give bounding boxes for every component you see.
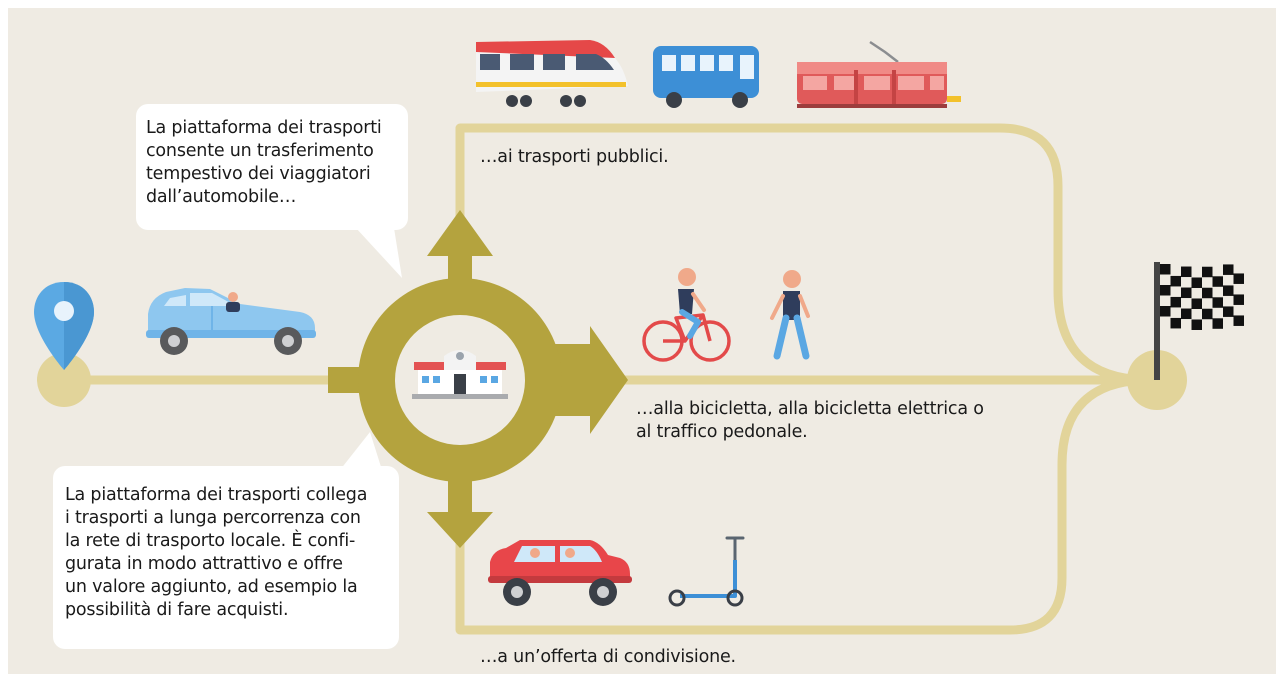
bottom-callout-line: La piattaforma dei trasporti collega [65, 485, 368, 505]
public-transport-route [455, 123, 1155, 385]
flag-cell [1170, 275, 1181, 287]
kick-scooter-icon [668, 536, 745, 607]
bicycle-label-line: …alla bicicletta, alla bicicletta elettr… [636, 399, 984, 419]
tram-icon [797, 40, 961, 108]
flag-cell [1233, 273, 1244, 284]
flag-cell [1233, 315, 1244, 326]
top-callout-line: consente un trasferimento [146, 141, 374, 161]
flag-cell [1223, 264, 1234, 275]
top-callout-tail [356, 228, 402, 278]
flag-cell [1170, 296, 1181, 308]
flag-cell [1212, 297, 1223, 308]
station-building-icon [412, 350, 508, 399]
bottom-callout-line: gurata in modo attrattivo e offre [65, 554, 343, 574]
shared-car-icon [488, 540, 632, 606]
flag-cell [1202, 266, 1213, 278]
flag-cell [1181, 266, 1192, 278]
flag-cell [1202, 287, 1213, 299]
flag-cell [1233, 294, 1244, 305]
car-icon [146, 288, 316, 355]
bottom-callout-line: i trasporti a lunga percorrenza con [65, 508, 361, 528]
flag-cell [1191, 319, 1202, 330]
top-callout: La piattaforma dei trasporti consente un… [136, 104, 408, 230]
flag-cell [1170, 317, 1181, 329]
bottom-callout-line: possibilità di fare acquisti. [65, 600, 289, 620]
bicycle-label: …alla bicicletta, alla bicicletta elettr… [636, 398, 984, 444]
flag-cell [1181, 308, 1192, 320]
bottom-callout-line: un valore aggiunto, ad esempio la [65, 577, 358, 597]
bus-icon [653, 46, 759, 108]
top-callout-line: dall’automobile… [146, 187, 297, 207]
top-callout-line: La piattaforma dei trasporti [146, 118, 382, 138]
sharing-route [455, 375, 1155, 635]
flag-cell [1160, 306, 1171, 317]
location-pin-icon [34, 282, 94, 370]
cyclist-icon [642, 268, 731, 362]
public-transport-label: …ai trasporti pubblici. [480, 147, 669, 167]
flag-cell [1223, 285, 1234, 296]
top-callout-line: tempestivo dei viaggiatori [146, 164, 371, 184]
flag-cell [1202, 308, 1213, 320]
sharing-label: …a un’offerta di condivisione. [480, 647, 736, 667]
start-point [37, 353, 91, 407]
flag-cell [1191, 298, 1202, 309]
flag-cell [1212, 318, 1223, 329]
bottom-callout-tail [340, 432, 382, 470]
flag-cell [1191, 277, 1202, 288]
flag-cell [1181, 287, 1192, 299]
flag-cell [1160, 264, 1171, 275]
bottom-callout-line: la rete di trasporto locale. È confi- [65, 531, 356, 551]
pedestrian-icon [770, 270, 810, 360]
flag-cell [1212, 276, 1223, 287]
flag-cell [1223, 306, 1234, 317]
checkered-flag-icon [1154, 262, 1244, 380]
bicycle-label-line: al traffico pedonale. [636, 422, 808, 442]
bottom-callout: La piattaforma dei trasporti collega i t… [53, 466, 399, 649]
train-icon [476, 40, 628, 107]
flag-cell [1160, 285, 1171, 296]
